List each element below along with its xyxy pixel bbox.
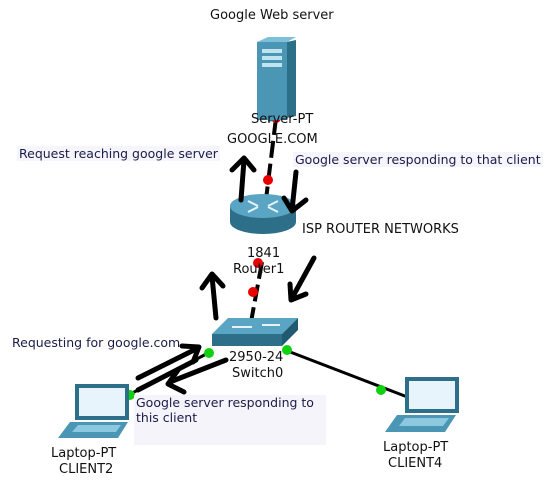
arrow-response-client bbox=[167, 357, 229, 385]
switch-type-label: 2950-24 bbox=[229, 350, 284, 365]
server-name-label: GOOGLE.COM bbox=[227, 132, 318, 147]
switch-name-label: Switch0 bbox=[232, 366, 284, 381]
client4-type-label: Laptop-PT bbox=[383, 440, 449, 455]
link-dot-router-top bbox=[263, 175, 273, 185]
isp-router-note: ISP ROUTER NETWORKS bbox=[302, 222, 459, 237]
server-responding-note: Google server responding to that client bbox=[293, 152, 543, 167]
router-name-label: Router1 bbox=[233, 262, 285, 277]
link-dot-client4 bbox=[376, 385, 386, 395]
link-dot-switch-left bbox=[204, 348, 214, 358]
arrow-up-to-server bbox=[238, 157, 247, 203]
arrow-up-to-router bbox=[209, 273, 219, 321]
router-type-label: 1841 bbox=[247, 246, 281, 261]
requesting-note: Requesting for google.com bbox=[12, 335, 181, 350]
client2-type-label: Laptop-PT bbox=[51, 446, 117, 461]
request-reaching-note: Request reaching google server bbox=[17, 146, 220, 161]
arrow-down-from-router bbox=[289, 255, 317, 301]
arrow-request-client bbox=[135, 345, 201, 381]
cable-switch-client4[interactable] bbox=[284, 348, 411, 400]
link-dot-router-bottom bbox=[253, 258, 263, 268]
client4-name-label: CLIENT4 bbox=[388, 456, 443, 471]
client2-name-label: CLIENT2 bbox=[59, 462, 114, 477]
link-dot-switch-right bbox=[282, 345, 292, 355]
arrow-down-from-server bbox=[289, 169, 299, 213]
server-type-label: Server-PT bbox=[251, 112, 314, 127]
server-caption: Google Web server bbox=[210, 8, 334, 23]
link-dot-switch-up bbox=[248, 287, 258, 297]
responding-client-note: Google server responding to this client bbox=[134, 395, 326, 445]
